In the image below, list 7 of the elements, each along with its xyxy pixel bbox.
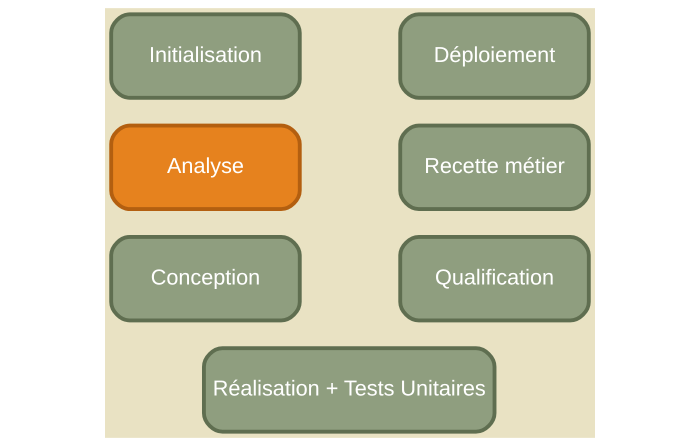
node-box: Analyse (108, 124, 302, 212)
node-box: Conception (108, 234, 302, 322)
node-box: Initialisation (108, 12, 302, 100)
node-box: Qualification (398, 234, 590, 322)
node-box: Recette métier (398, 124, 590, 212)
node-box: Déploiement (398, 12, 590, 100)
node-box: Réalisation + Tests Unitaires (202, 346, 496, 434)
